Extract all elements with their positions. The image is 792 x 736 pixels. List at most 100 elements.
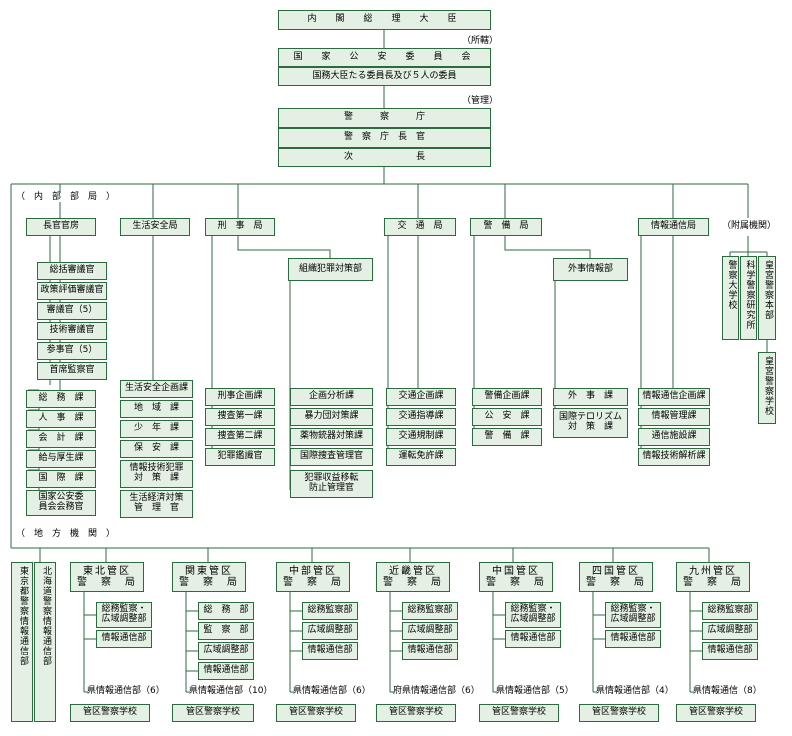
traffic-division-3: 運転免許課 (386, 448, 456, 466)
secretariat-division-5: 国家公安委 員会会務官 (26, 490, 96, 516)
regional-school-1: 管区警察学校 (172, 704, 254, 722)
regional-bureau-5: 四国管区 警 察 局 (579, 562, 653, 592)
npsc-description: 国務大臣たる委員長及び５人の委員 (278, 67, 491, 86)
oc-division-3: 国際捜査管理官 (290, 448, 373, 466)
security-division-2: 警 備 課 (472, 428, 542, 446)
regional-unit-6-2: 情報通信部 (702, 642, 758, 660)
secretariat-division-1: 人 事 課 (26, 410, 96, 428)
regional-prefectural-0: 県情報通信部（6） (87, 686, 165, 696)
regional-school-6: 管区警察学校 (676, 704, 756, 722)
regional-unit-1-0: 総 務 部 (198, 602, 254, 620)
regional-bureau-2: 中部管区 警 察 局 (276, 562, 350, 592)
regional-school-5: 管区警察学校 (579, 704, 659, 722)
secretariat-staff-2: 審議官（5） (37, 302, 107, 320)
regional-unit-1-3: 情報通信部 (198, 662, 254, 680)
community-division-2: 少 年 課 (120, 420, 193, 438)
relation-shokatsu: （所轄） (462, 36, 499, 46)
regional-school-0: 管区警察学校 (70, 704, 150, 722)
security-division-1: 公 安 課 (472, 408, 542, 426)
community-division-0: 生活安全企画課 (120, 380, 193, 398)
fa-division-1: 国際テロリズム 対 策 課 (553, 408, 628, 438)
fa-division-0: 外 事 課 (553, 388, 628, 406)
npa-commissioner: 警 察 庁 長 官 (278, 128, 491, 148)
relation-kanri: （管理） (462, 96, 499, 106)
regional-prefectural-3: 府県情報通信部（6） (393, 686, 480, 696)
traffic-division-2: 交通規制課 (386, 428, 456, 446)
criminal-division-3: 犯罪鑑識官 (205, 448, 275, 466)
oc-division-2: 薬物銃器対策課 (290, 428, 373, 446)
regional-bureau-6: 九州管区 警 察 局 (676, 562, 750, 592)
security-division-0: 警備企画課 (472, 388, 542, 406)
community-division-4: 情報技術犯罪 対 策 課 (120, 460, 193, 488)
regional-unit-0-1: 情報通信部 (96, 630, 152, 648)
hokkaido-police-info-comm: 北海道警察情報通信部 (34, 562, 56, 722)
regional-prefectural-1: 県情報通信部（10） (189, 686, 273, 696)
attached-imperial-guard-school: 皇宮警察学校 (758, 352, 776, 424)
secretariat-staff-3: 技術審議官 (37, 322, 107, 340)
regional-school-4: 管区警察学校 (479, 704, 559, 722)
secretariat-staff-0: 総括審議官 (37, 262, 107, 280)
regional-prefectural-6: 県情報通信（8） (693, 686, 762, 696)
regional-unit-6-0: 総務監察部 (702, 602, 758, 620)
secretariat-staff-4: 参事官（5） (37, 342, 107, 360)
regional-bureau-4: 中国管区 警 察 局 (479, 562, 553, 592)
regional-prefectural-5: 県情報通信部（4） (596, 686, 674, 696)
secretariat-division-0: 総 務 課 (26, 390, 96, 408)
bureau-info-comm: 情報通信局 (638, 218, 709, 236)
regional-bureau-3: 近畿管区 警 察 局 (376, 562, 450, 592)
regional-unit-4-1: 情報通信部 (505, 630, 561, 648)
regional-unit-5-0: 総務監察・ 広域調整部 (605, 602, 661, 628)
info-division-1: 情報管理課 (638, 408, 710, 426)
traffic-division-1: 交通指導課 (386, 408, 456, 426)
regional-unit-4-0: 総務監察・ 広域調整部 (505, 602, 561, 628)
secretariat-staff-1: 政策評価審議官 (37, 282, 107, 300)
secretariat-division-3: 給与厚生課 (26, 450, 96, 468)
regional-prefectural-4: 県情報通信部（5） (496, 686, 574, 696)
prime-minister: 内 閣 総 理 大 臣 (278, 10, 491, 30)
info-division-0: 情報通信企画課 (638, 388, 710, 406)
regional-unit-3-1: 広域調整部 (402, 622, 458, 640)
criminal-division-2: 捜査第二課 (205, 428, 275, 446)
oc-division-0: 企画分析課 (290, 388, 373, 406)
secretariat-division-4: 国 際 課 (26, 470, 96, 488)
regional-unit-1-1: 監 察 部 (198, 622, 254, 640)
community-division-5: 生活経済対策 管 理 官 (120, 490, 193, 518)
bureau-criminal-investigation: 刑 事 局 (205, 218, 275, 236)
criminal-division-1: 捜査第一課 (205, 408, 275, 426)
attached-nrips: 科学警察研究所 (740, 256, 757, 340)
regional-unit-5-1: 情報通信部 (605, 630, 661, 648)
traffic-division-0: 交通企画課 (386, 388, 456, 406)
criminal-division-0: 刑事企画課 (205, 388, 275, 406)
npa-deputy: 次 長 (278, 148, 491, 167)
regional-unit-2-1: 広域調整部 (302, 622, 358, 640)
regional-unit-3-2: 情報通信部 (402, 642, 458, 660)
regional-unit-3-0: 総務監察部 (402, 602, 458, 620)
regional-unit-6-1: 広域調整部 (702, 622, 758, 640)
secretariat-staff-5: 首席監察官 (37, 362, 107, 380)
secretariat-division-2: 会 計 課 (26, 430, 96, 448)
foreign-affairs-department: 外事情報部 (553, 258, 628, 281)
regional-bureau-0: 東北管区 警 察 局 (70, 562, 144, 592)
oc-division-4: 犯罪収益移転 防止管理官 (290, 470, 373, 498)
internal-bureaus-label: （ 内 部 部 局 ） (16, 192, 116, 202)
attached-imperial-guard: 皇宮警察本部 (758, 256, 776, 340)
organized-crime-department: 組織犯罪対策部 (288, 258, 373, 281)
community-division-3: 保 安 課 (120, 440, 193, 458)
regional-unit-2-2: 情報通信部 (302, 642, 358, 660)
attached-institutions-label: （附属機関） (722, 221, 777, 231)
community-division-1: 地 域 課 (120, 400, 193, 418)
npsc-name: 国 家 公 安 委 員 会 (278, 48, 491, 67)
info-division-3: 情報技術解析課 (638, 448, 710, 466)
attached-police-academy: 警察大学校 (722, 256, 739, 340)
bureau-security: 警 備 局 (470, 218, 542, 236)
regional-school-2: 管区警察学校 (276, 704, 356, 722)
tokyo-police-info-comm: 東京都警察情報通信部 (11, 562, 33, 722)
regional-bureaus-label: （ 地 方 機 関 ） (16, 529, 116, 539)
npa-agency: 警 察 庁 (278, 108, 491, 128)
regional-unit-0-0: 総務監察・ 広域調整部 (96, 602, 152, 628)
oc-division-1: 暴力団対策課 (290, 408, 373, 426)
info-division-2: 通信施設課 (638, 428, 710, 446)
regional-bureau-1: 関東管区 警 察 局 (172, 562, 246, 592)
regional-unit-1-2: 広域調整部 (198, 642, 254, 660)
bureau-community-safety: 生活安全局 (120, 218, 190, 236)
